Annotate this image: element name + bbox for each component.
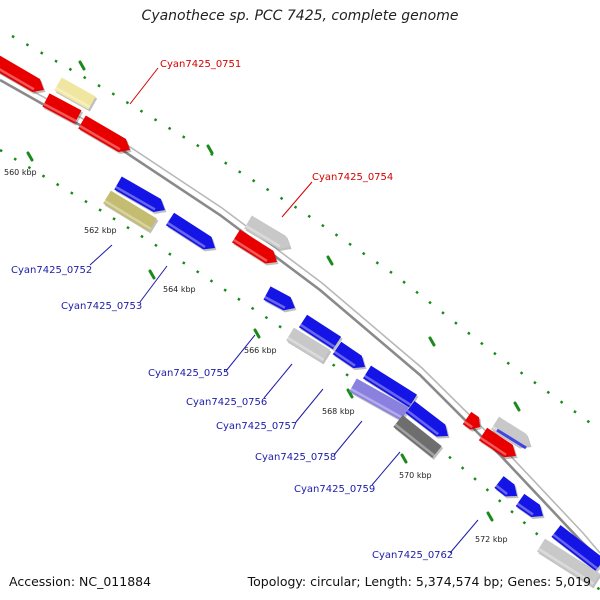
gene-arrow-highlight	[479, 436, 507, 456]
map-title: Cyanothece sp. PCC 7425, complete genome	[141, 8, 459, 24]
tick-label: 572 kbp	[475, 535, 508, 544]
accession-text: Accession: NC_011884	[9, 574, 152, 589]
leader-line	[263, 363, 293, 399]
gene-arrow-highlight	[394, 423, 435, 457]
gene-arrow-highlight	[104, 199, 152, 230]
gene-arrow-highlight	[79, 124, 121, 151]
leader-line	[449, 519, 479, 554]
gene-labels: Cyan7425_0751 Cyan7425_0754 Cyan7425_075…	[11, 59, 453, 561]
gene-arrow-highlight	[516, 502, 534, 516]
tick-mark	[78, 60, 86, 71]
gene-arrow	[298, 314, 342, 350]
gene-arrow-highlight	[406, 409, 439, 436]
leader-lines	[89, 67, 479, 554]
gene-label-cyan7425-0762: Cyan7425_0762	[372, 550, 453, 561]
genome-backbone	[0, 72, 600, 561]
gene-arrow-highlight	[115, 185, 156, 211]
gene-arrow-highlight	[463, 420, 473, 429]
tick-mark	[486, 511, 494, 522]
gene-arrow-highlight	[166, 221, 206, 248]
tick-mark	[148, 269, 156, 280]
inner-dotted-track	[0, 148, 600, 591]
gene-label-cyan7425-0758: Cyan7425_0758	[255, 452, 336, 463]
gene-arrow	[393, 415, 442, 458]
gene-arrow-highlight	[287, 336, 325, 361]
gene-label-cyan7425-0751: Cyan7425_0751	[160, 59, 241, 70]
gene-arrow-highlight	[333, 350, 356, 367]
gene-arrow	[494, 476, 517, 497]
topology-text: Topology: circular; Length: 5,374,574 bp…	[247, 574, 591, 589]
gene-arrow	[114, 176, 165, 213]
tick-mark	[326, 255, 334, 266]
gene-arrow	[263, 286, 295, 311]
tick-labels: 560 kbp 562 kbp 564 kbp 566 kbp 568 kbp …	[4, 168, 508, 544]
leader-line	[139, 265, 168, 303]
leader-line	[371, 451, 401, 486]
gene-label-cyan7425-0756: Cyan7425_0756	[186, 397, 267, 408]
gene-arrow	[165, 212, 215, 250]
leader-line	[281, 181, 313, 218]
tick-mark	[513, 401, 521, 412]
gene-arrow	[515, 493, 543, 518]
tick-label: 564 kbp	[163, 285, 196, 294]
gene-arrow	[244, 215, 290, 249]
gene-arrow	[332, 341, 365, 369]
tick-label: 568 kbp	[322, 407, 355, 416]
gene-arrow-highlight	[264, 295, 286, 309]
tick-mark	[253, 328, 261, 339]
gene-arrow	[349, 378, 409, 421]
leader-line	[295, 388, 324, 423]
gene-arrow	[536, 538, 600, 587]
gene-label-cyan7425-0752: Cyan7425_0752	[11, 265, 92, 276]
gene-arrow	[54, 77, 96, 110]
gene-arrow-highlight	[350, 387, 404, 420]
tick-mark	[428, 336, 436, 347]
tick-mark	[206, 144, 214, 155]
leader-line	[333, 420, 363, 456]
gene-arrow-highlight	[552, 533, 599, 570]
tick-mark	[400, 453, 408, 464]
gene-label-cyan7425-0755: Cyan7425_0755	[148, 368, 229, 379]
gene-arrow-highlight	[537, 547, 595, 585]
gene-arrow	[363, 365, 417, 408]
gene-label-cyan7425-0754: Cyan7425_0754	[312, 172, 393, 183]
gene-arrow	[103, 190, 157, 232]
tick-mark	[346, 388, 354, 399]
gene-features	[0, 55, 600, 589]
gene-arrow	[478, 427, 516, 458]
gene-arrow	[0, 55, 44, 92]
gene-arrow	[286, 327, 330, 363]
gene-label-cyan7425-0757: Cyan7425_0757	[216, 421, 297, 432]
gene-arrow-highlight	[245, 224, 281, 248]
gene-arrow-highlight	[363, 374, 412, 406]
tick-label: 560 kbp	[4, 168, 37, 177]
tick-label: 570 kbp	[399, 471, 432, 480]
gene-arrow	[42, 93, 82, 124]
gene-arrow-stripe	[496, 428, 527, 450]
gene-label-cyan7425-0759: Cyan7425_0759	[294, 484, 375, 495]
gene-arrow-highlight	[299, 323, 336, 348]
gene-arrow	[78, 115, 130, 152]
gene-arrow-highlight	[43, 102, 77, 123]
gene-arrow-highlight	[0, 68, 35, 91]
tick-label: 566 kbp	[244, 346, 277, 355]
gene-arrow-highlight	[495, 484, 508, 496]
gene-arrow	[462, 411, 480, 430]
gene-arrow	[551, 525, 600, 571]
leader-line	[225, 334, 256, 372]
leader-line	[89, 244, 113, 266]
tick-marks	[26, 60, 521, 522]
gene-arrow-highlight	[55, 86, 91, 109]
gene-arrow-highlight	[232, 238, 268, 263]
gene-arrow	[491, 416, 530, 447]
gene-arrow	[231, 229, 277, 264]
gene-label-cyan7425-0753: Cyan7425_0753	[61, 301, 142, 312]
gene-arrow	[405, 401, 448, 437]
leader-line	[129, 67, 159, 105]
tick-label: 562 kbp	[84, 226, 117, 235]
tick-mark	[26, 151, 34, 162]
